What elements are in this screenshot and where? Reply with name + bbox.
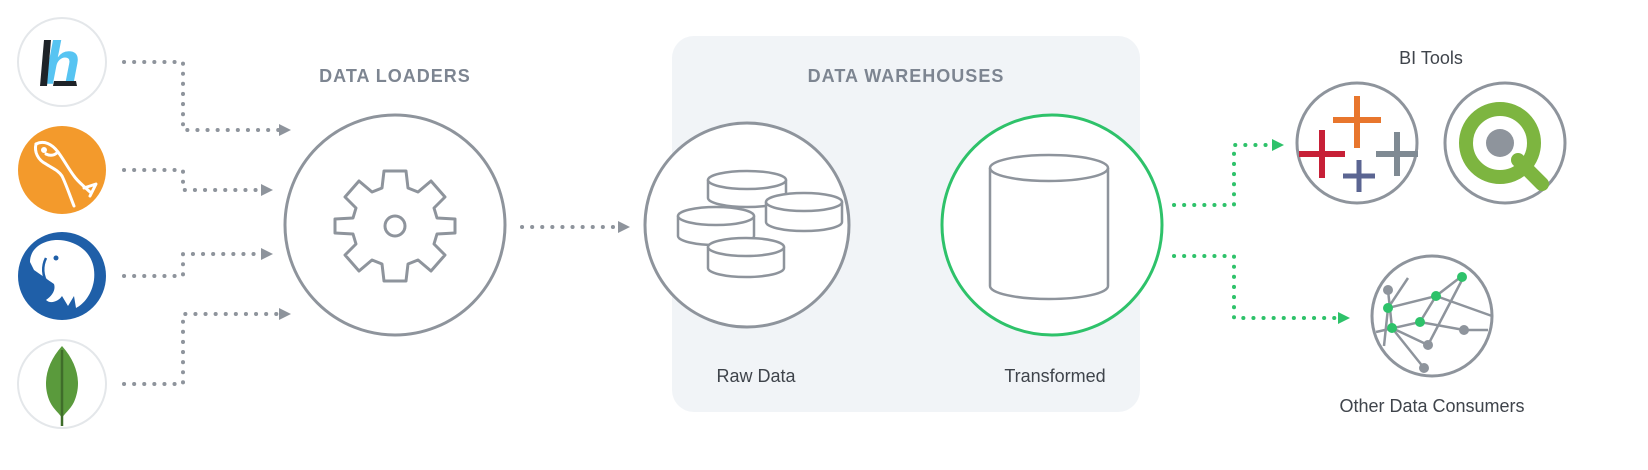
q-ring-icon (1459, 102, 1549, 191)
connector-source-3 (122, 248, 273, 278)
source-logo-4 (17, 339, 107, 429)
database-cluster-icon (676, 169, 844, 279)
source-connectors (122, 60, 291, 386)
hourglass-h-icon: h (40, 30, 80, 97)
other-consumers-label: Other Data Consumers (1339, 396, 1524, 416)
dolphin-icon (34, 140, 98, 208)
section-title-warehouses: DATA WAREHOUSES (808, 66, 1005, 86)
bi-tool-node-2 (1443, 81, 1567, 205)
bi-tool-node-1 (1295, 81, 1419, 205)
connector-source-4 (122, 308, 291, 386)
transformed-caption: Transformed (1004, 366, 1105, 386)
gear-icon (333, 169, 457, 283)
network-graph-icon (1375, 272, 1493, 373)
connector-to-bi-tools (1172, 139, 1284, 207)
bi-tools-label: BI Tools (1399, 48, 1463, 68)
transformed-node (940, 113, 1164, 337)
connector-source-1 (122, 60, 291, 136)
data-loader-node (283, 113, 507, 337)
elephant-icon (30, 240, 95, 308)
leaf-icon (46, 346, 78, 426)
source-logo-1: h (17, 17, 107, 107)
section-title-loaders: DATA LOADERS (319, 66, 471, 86)
connector-to-other-consumers (1172, 254, 1350, 324)
plus-cluster-icon (1299, 96, 1418, 192)
consumer-connectors (1172, 139, 1350, 324)
source-logo-3 (18, 232, 106, 320)
connector-source-2 (122, 168, 273, 196)
database-icon (988, 153, 1110, 301)
source-logo-2 (18, 126, 106, 214)
raw-data-caption: Raw Data (716, 366, 796, 386)
other-consumers-node (1370, 254, 1494, 378)
raw-data-node (643, 121, 851, 329)
